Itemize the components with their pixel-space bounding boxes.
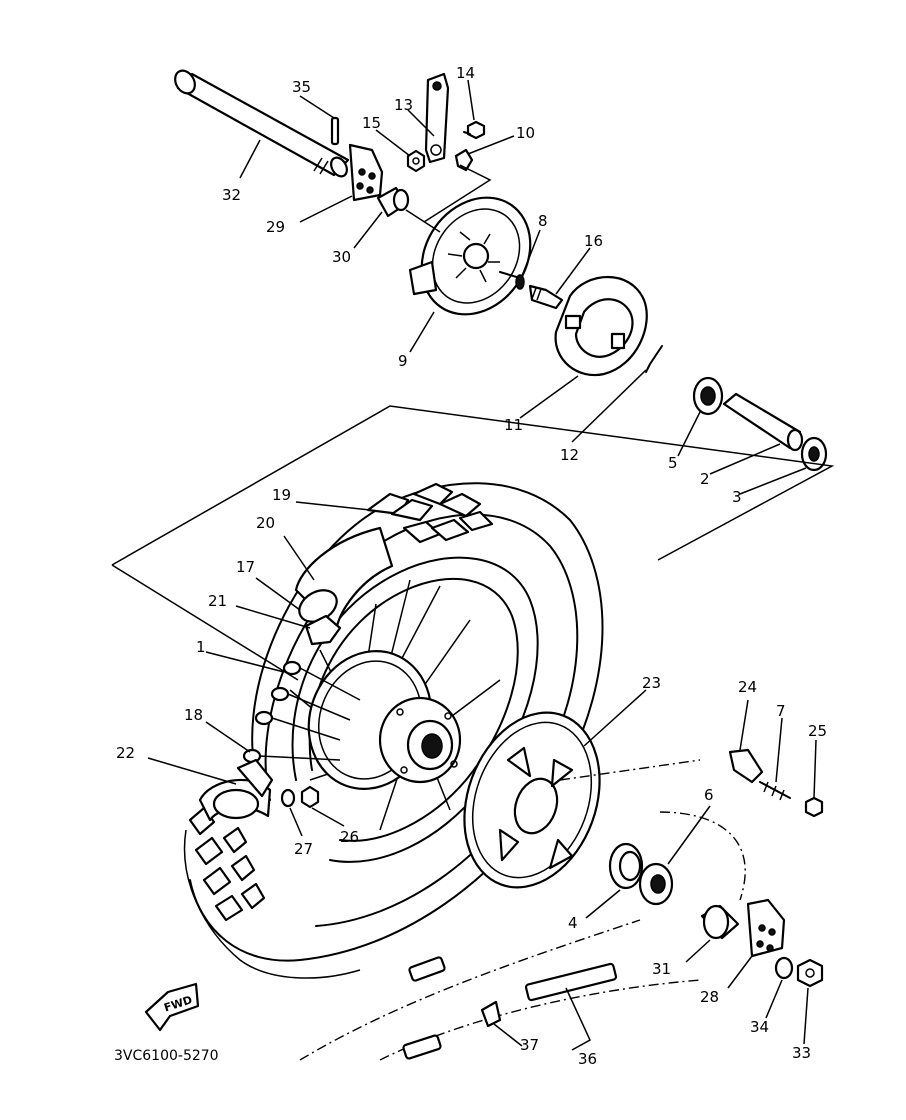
camshaft-lever-nut <box>406 149 426 173</box>
diagram-code: 3VC6100-5270 <box>114 1048 219 1064</box>
callout-13: 13 <box>394 96 413 114</box>
callout-31: 31 <box>652 960 671 978</box>
callout-32: 32 <box>222 186 241 204</box>
brake-shoe-spring <box>645 345 663 373</box>
chain-adjuster <box>728 748 824 818</box>
rear-hub <box>307 649 462 791</box>
washer-and-axle-nut <box>774 956 824 988</box>
callout-1: 1 <box>196 638 206 656</box>
leader-lines <box>147 79 817 1051</box>
callout-16: 16 <box>584 232 603 250</box>
brake-camshaft <box>528 284 564 310</box>
callout-15: 15 <box>362 114 381 132</box>
sprocket-bearing <box>608 842 644 890</box>
callout-11: 11 <box>504 416 523 434</box>
callout-21: 21 <box>208 592 227 610</box>
chain-puller-right <box>746 898 786 958</box>
callout-26: 26 <box>340 828 359 846</box>
callout-9: 9 <box>398 352 408 370</box>
rim-band <box>304 614 342 646</box>
callout-28: 28 <box>700 988 719 1006</box>
sprocket-oil-seal <box>638 862 674 906</box>
callout-7: 7 <box>776 702 786 720</box>
callout-20: 20 <box>256 514 275 532</box>
rear-axle <box>174 69 350 178</box>
callout-30: 30 <box>332 248 351 266</box>
spoke-nipples <box>242 660 361 764</box>
callout-18: 18 <box>184 706 203 724</box>
callout-10: 10 <box>516 124 535 142</box>
right-collar <box>700 904 740 940</box>
wheel-bearing-5 <box>692 376 724 416</box>
callout-29: 29 <box>266 218 285 236</box>
axle-collar <box>376 186 410 218</box>
callout-22: 22 <box>116 744 135 762</box>
lever-bolt <box>463 120 486 140</box>
bearing-spacer <box>722 392 804 452</box>
small-washer-nut <box>280 785 320 809</box>
callout-36: 36 <box>578 1050 597 1068</box>
callout-25: 25 <box>808 722 827 740</box>
group-lines-top <box>405 164 492 233</box>
brake-shoe-kit <box>554 276 648 377</box>
callout-34: 34 <box>750 1018 769 1036</box>
callout-33: 33 <box>792 1044 811 1062</box>
callout-24: 24 <box>738 678 757 696</box>
tire-section <box>198 758 274 822</box>
callout-37: 37 <box>520 1036 539 1054</box>
chain-puller-left <box>348 143 384 202</box>
inner-tube <box>294 526 394 632</box>
callout-4: 4 <box>568 914 578 932</box>
cotter-pin <box>330 116 340 146</box>
camshaft-lever <box>424 72 450 164</box>
callout-17: 17 <box>236 558 255 576</box>
callout-35: 35 <box>292 78 311 96</box>
callout-5: 5 <box>668 454 678 472</box>
wheel-group-bracket <box>111 405 835 681</box>
callout-6: 6 <box>704 786 714 804</box>
callout-2: 2 <box>700 470 710 488</box>
callout-12: 12 <box>560 446 579 464</box>
brake-spring <box>515 274 525 290</box>
callout-23: 23 <box>642 674 661 692</box>
rear-sprocket <box>463 711 601 889</box>
forward-arrow-icon: FWD <box>144 982 200 1032</box>
rear-tire <box>183 482 604 979</box>
callout-19: 19 <box>272 486 291 504</box>
drive-chain <box>299 759 746 1061</box>
callout-14: 14 <box>456 64 475 82</box>
callout-labels: 1 2 3 4 5 6 7 8 9 10 11 12 13 14 15 16 1… <box>116 64 827 1068</box>
callout-3: 3 <box>732 488 742 506</box>
callout-27: 27 <box>294 840 313 858</box>
callout-8: 8 <box>538 212 548 230</box>
